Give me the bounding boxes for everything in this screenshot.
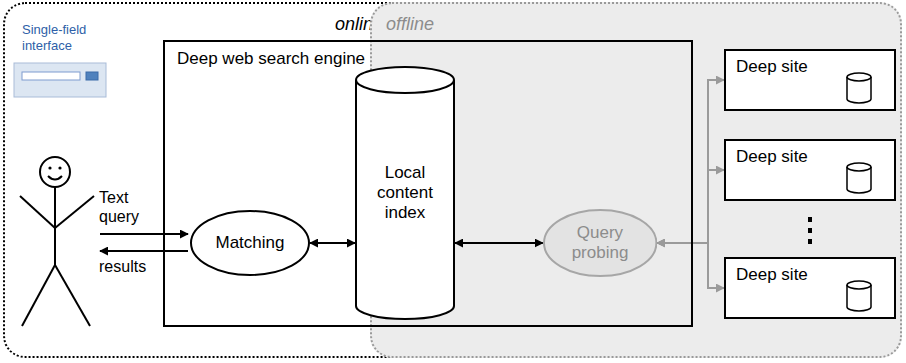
index-cylinder: Local content index [355,66,455,320]
region-label: offline [386,14,434,34]
box-title: Deep web search engine [177,49,679,69]
database-icon [846,280,872,312]
node-label: Deep site [736,57,884,77]
connector [310,242,355,244]
interface-label: Single-field interface [22,22,106,54]
interface-icon [14,63,106,97]
deep-site-box: Deep site [724,257,896,319]
database-icon [846,162,872,194]
engine-box: Deep web search engineMatching Local cont… [163,40,693,327]
interface-label-wrap: Single-field interface [22,22,106,54]
connector [455,242,543,244]
arrow-label-wrap: results [99,257,169,276]
database-icon [846,72,872,104]
deep-site-box: Deep site [724,139,896,201]
results-arrow [100,250,188,252]
arrow-label: results [99,257,169,276]
process-ellipse: Matching [190,210,310,276]
node-label: Local content index [365,163,445,223]
node-label: Matching [216,233,285,253]
deep-site-box: Deep site [724,49,896,111]
node-label: Query probing [564,223,636,263]
query-arrow [100,233,188,235]
offline-process-ellipse: Query probing [543,209,657,277]
arrow-label: Text query [99,188,151,226]
cylinder-body [356,67,454,319]
node-label: Deep site [736,265,884,285]
cylinder-rim [356,80,454,93]
ellipse-outline [544,210,656,276]
more-sites-dots [808,217,812,244]
node-label: Deep site [736,147,884,167]
user-figure [20,157,94,326]
arrow-label-wrap: Text query [99,188,151,226]
ellipse-outline [191,211,309,275]
